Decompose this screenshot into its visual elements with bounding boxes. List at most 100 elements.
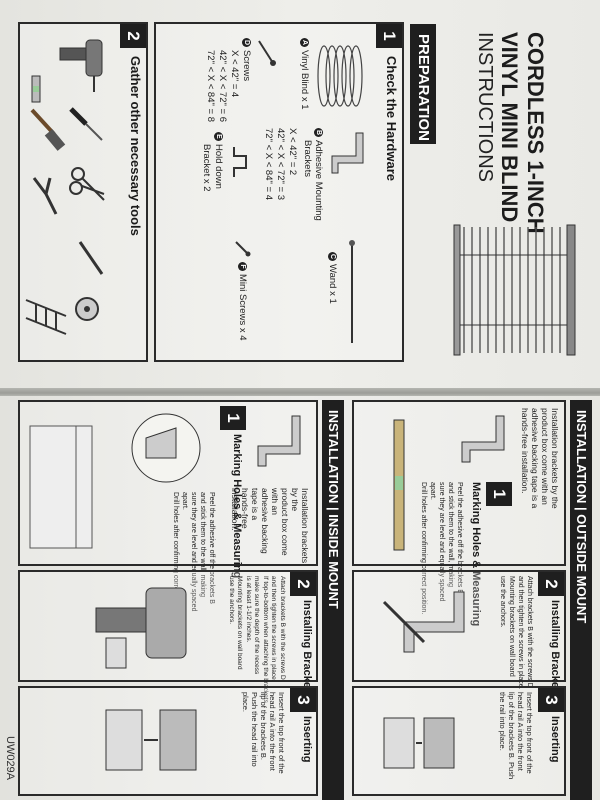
- inside-step1-text: Peel the adhesive off the brackets B and…: [171, 492, 216, 625]
- outside-intro-3: adhesive backing tape is a: [530, 408, 540, 509]
- part-e-label: EHold down Bracket x 2: [200, 132, 224, 192]
- screwdriver-icon: [69, 107, 103, 141]
- outside-s2-line-3: Mounting brackets on wall board: [508, 576, 515, 677]
- inside-step3-text: Insert the top front of the head rail A …: [241, 692, 286, 774]
- step1-number: 1: [376, 24, 402, 48]
- pliers-icon: [32, 177, 58, 215]
- inside-step2-title: Installing Brackets: [301, 600, 313, 698]
- inside-intro-1: Installation brackets by the: [290, 488, 310, 564]
- inside-s2-line-7: use the anchors.: [228, 576, 235, 625]
- part-d-text-1: Screws: [241, 50, 252, 82]
- outside-s3-line-4: the rail into place.: [498, 692, 507, 751]
- outside-step3-text: Insert the top front of the head rail A …: [498, 692, 534, 779]
- part-f-text: Mini Screws x 4: [237, 274, 248, 341]
- inside-step3-number: 3: [290, 688, 316, 712]
- outside-s1-line-3: sure they are level and equally spaced: [438, 482, 445, 602]
- outside-step3-number: 3: [538, 688, 564, 712]
- inside-step1-title: Marking Holes & Measuring: [231, 434, 243, 579]
- outside-step1-number: 1: [486, 482, 512, 506]
- outside-step2-number: 2: [538, 572, 564, 596]
- outside-headrail-illustration: [383, 717, 455, 769]
- inside-step1-box: Installation brackets by the product box…: [18, 400, 318, 625]
- part-b-text-1: Adhesive Mounting: [313, 140, 324, 221]
- part-b-spec-2: 42" < X < 72" = 3: [275, 128, 286, 200]
- outside-step3-box: 3 Inserting Insert the top front of the …: [352, 686, 566, 796]
- inside-step1-number: 1: [220, 406, 246, 430]
- scissors-icon: [69, 167, 105, 201]
- outside-s2-line-2: and then tighten the screws in place.: [517, 576, 524, 690]
- part-c-badge: C: [328, 252, 338, 261]
- outside-intro: Installation brackets by the product box…: [520, 408, 560, 509]
- title-line-2: VINYL MINI BLIND: [497, 32, 522, 223]
- outside-level-illustration: [393, 419, 405, 551]
- part-a-text: Vinyl Blind x 1: [299, 50, 310, 110]
- outside-s1-line-1: Peel the adhesive off the brackets B: [456, 482, 463, 594]
- part-b-spec-3: 72" < X < 84" = 4: [263, 128, 274, 200]
- mounting-bracket-part-icon: [331, 132, 364, 174]
- step1-title: Check the Hardware: [384, 56, 399, 181]
- step1-check-hardware: 1 Check the Hardware AVinyl Blind x 1 BA…: [154, 22, 404, 362]
- screw-part-icon: [258, 40, 276, 66]
- inside-step2-number: 2: [290, 572, 316, 596]
- outside-bracket-illustration: [461, 415, 505, 463]
- inside-s1-line-5: Drill holes after confirming correct pos…: [172, 492, 179, 625]
- inside-s2-line-2: and then tighten the screws in place.: [270, 576, 278, 682]
- inside-step3-title: Inserting: [301, 716, 313, 763]
- blind-illustration: [453, 224, 576, 356]
- outside-s2-line-4: use the anchors.: [499, 576, 506, 628]
- outside-s3-line-2: head rail A into the front: [516, 692, 525, 771]
- part-b-badge: B: [314, 128, 324, 137]
- outside-intro-2: product box come with an: [540, 408, 550, 505]
- level-icon: [31, 75, 41, 103]
- part-c-label: C Wand x 1: [327, 252, 338, 304]
- hammer-icon: [30, 108, 66, 151]
- part-e-badge: E: [214, 132, 224, 141]
- inside-s1-line-1: Peel the adhesive off the brackets B: [208, 492, 215, 604]
- part-c-text: Wand x 1: [327, 264, 338, 304]
- inside-s3-line-2: head rail A into the front: [268, 692, 277, 771]
- inside-bracket-illustration: [257, 415, 301, 467]
- inside-intro-2: product box come with an: [270, 488, 290, 556]
- outside-intro-1: Installation brackets by the: [550, 408, 560, 509]
- outside-mount-band: INSTALLATION | OUTSIDE MOUNT: [570, 400, 592, 800]
- inside-measure-illustration: [131, 413, 201, 483]
- part-d-text-4: 72" < X < 84" = 8: [205, 50, 216, 122]
- hold-down-bracket-part-icon: [233, 147, 247, 177]
- outside-step2-box: 2 Installing Brackets Attach brackets B …: [352, 570, 566, 698]
- inside-s2-line-1: Attach brackets B with the screws D: [279, 576, 286, 680]
- inside-s2-line-4: make sure the depth of the recess: [253, 576, 261, 675]
- step2-title: Gather other necessary tools: [128, 56, 143, 236]
- part-b-spec: X < 42" = 2 42" < X < 72" = 3 72" < X < …: [262, 128, 298, 200]
- outside-step1-box: Installation brackets by the product box…: [352, 400, 566, 626]
- tape-measure-icon: [75, 297, 99, 321]
- inside-s1-line-2: and stick them to the wall, making: [199, 492, 206, 598]
- part-d-label: DScrews X < 42" = 4 42" < X < 72" = 6 72…: [204, 38, 252, 122]
- inside-window-illustration: [29, 425, 93, 549]
- outside-step1-text: Peel the adhesive off the brackets B and…: [419, 482, 464, 614]
- outside-s1-line-4: apart.: [429, 482, 436, 500]
- outside-s2-line-1: Attach brackets B with the screws D: [526, 576, 533, 688]
- part-b-label: B Adhesive Mounting Brackets: [302, 128, 324, 221]
- part-b-text-2: Brackets: [302, 140, 313, 177]
- inside-s2-line-3: If top-to-bottom when attaching the brac…: [262, 576, 269, 703]
- inside-s3-line-3: lip of the brackets B.: [259, 692, 268, 760]
- manual-subtitle: INSTRUCTIONS: [474, 32, 496, 182]
- inside-s1-line-4: apart.: [181, 492, 188, 510]
- inside-s2-line-5: is at least 1-1/2 inches.: [245, 576, 252, 643]
- part-f-label: FMini Screws x 4: [237, 262, 248, 341]
- part-d-badge: D: [242, 38, 252, 47]
- inside-s3-line-4: Push the head rail into: [250, 692, 259, 767]
- part-a-label: A Vinyl Blind x 1: [299, 38, 310, 110]
- inside-s2-line-6: Mounting brackets on wall board: [236, 576, 244, 670]
- outside-s3-line-3: lip of the brackets B. Push: [507, 692, 516, 780]
- inside-headrail-illustration: [105, 709, 197, 771]
- inside-s1-line-3: sure they are level and equally spaced: [190, 492, 197, 612]
- outside-step3-title: Inserting: [549, 716, 561, 763]
- part-a-badge: A: [300, 38, 310, 47]
- inside-step3-box: 3 Inserting Insert the top front of the …: [18, 686, 318, 796]
- inside-drill-illustration: [95, 587, 187, 669]
- left-page: CORDLESS 1-INCH VINYL MINI BLIND INSTRUC…: [0, 0, 600, 390]
- part-e-text-1: Hold down: [213, 144, 224, 189]
